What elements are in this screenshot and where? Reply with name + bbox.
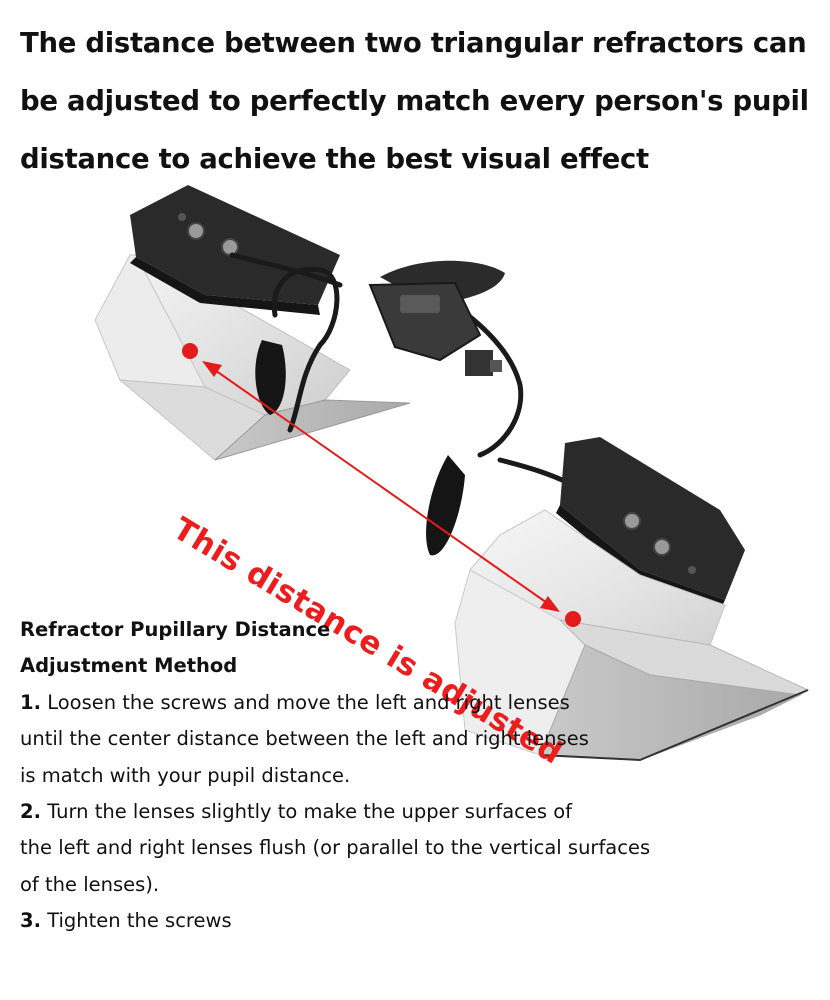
step-text: Loosen the screws and move the left and … [47, 690, 570, 714]
clip-mechanism [368, 260, 505, 376]
instructions-title: Adjustment Method [20, 654, 238, 678]
step-line: until the center distance between the le… [20, 727, 589, 751]
headline-line: The distance between two triangular refr… [20, 27, 807, 59]
step-line: of the lenses). [20, 872, 160, 896]
step-number: 2. [20, 800, 41, 824]
headline: The distance between two triangular refr… [20, 14, 820, 188]
headline-line: be adjusted to perfectly match every per… [20, 85, 809, 117]
nose-pads [255, 340, 465, 556]
instructions-title: Refractor Pupillary Distance [20, 618, 331, 641]
prism-glasses-photo [0, 175, 830, 765]
step-number: 1. [20, 690, 41, 714]
step-line: 3. Tighten the screws [20, 903, 810, 939]
step-line: the left and right lenses flush (or para… [20, 836, 651, 860]
step-number: 3. [20, 909, 41, 933]
right-prism [454, 509, 810, 762]
prism-glasses-illustration [94, 185, 810, 762]
step-line: is match with your pupil distance. [20, 763, 351, 787]
measurement-arrow [202, 361, 560, 612]
left-pupil-dot [182, 343, 198, 359]
step-line: 2. Turn the lenses slightly to make the … [20, 794, 810, 830]
instructions: Refractor Pupillary Distance Adjustment … [20, 612, 810, 940]
right-pupil-dot [565, 611, 581, 627]
headline-line: distance to achieve the best visual effe… [20, 143, 649, 175]
step-text: Tighten the screws [47, 909, 232, 933]
left-prism [94, 253, 411, 461]
step-line: 1. Loosen the screws and move the left a… [20, 685, 810, 721]
step-text: Turn the lenses slightly to make the upp… [47, 800, 573, 824]
